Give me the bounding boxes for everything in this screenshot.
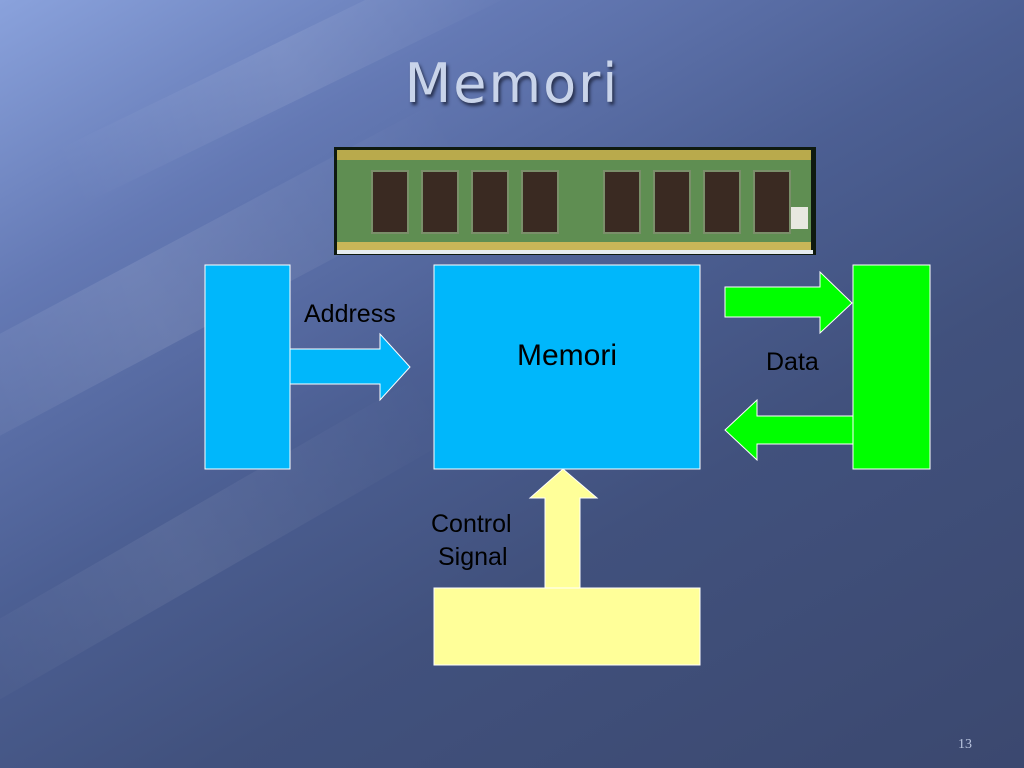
ram-chip bbox=[471, 170, 509, 234]
data-label: Data bbox=[766, 348, 819, 376]
control-signal-label-line2: Signal bbox=[438, 543, 508, 571]
data-out-arrow bbox=[724, 270, 853, 335]
control-signal-block bbox=[433, 587, 701, 666]
page-number: 13 bbox=[958, 737, 972, 752]
address-label: Address bbox=[304, 300, 396, 328]
ram-chip bbox=[521, 170, 559, 234]
address-source-block bbox=[204, 264, 291, 470]
slide-title: Memori bbox=[404, 52, 620, 115]
ram-chip bbox=[653, 170, 691, 234]
memory-block-label: Memori bbox=[516, 339, 617, 372]
control-signal-label-line1: Control bbox=[431, 510, 512, 538]
control-arrow bbox=[528, 468, 599, 589]
ram-chip bbox=[603, 170, 641, 234]
data-block bbox=[852, 264, 931, 470]
ram-chip bbox=[421, 170, 459, 234]
ram-chip bbox=[371, 170, 409, 234]
memory-block bbox=[433, 264, 701, 470]
data-in-arrow bbox=[724, 398, 854, 462]
address-arrow bbox=[289, 332, 411, 402]
ram-chip bbox=[703, 170, 741, 234]
ram-chip bbox=[753, 170, 791, 234]
ram-module-image bbox=[334, 147, 816, 255]
